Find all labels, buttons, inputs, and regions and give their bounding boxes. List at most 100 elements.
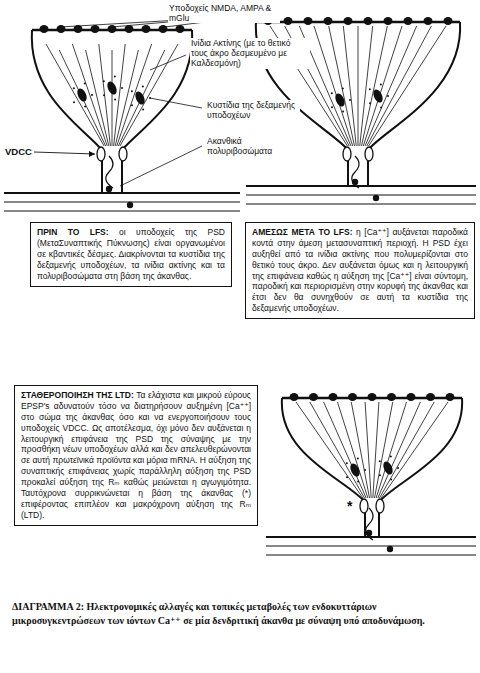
- actin-filament: [365, 26, 417, 146]
- text-box: ΑΜΕΣΩΣ ΜΕΤΑ ΤΟ LFS: η [Ca⁺⁺] αυξάνεται π…: [245, 222, 475, 319]
- actin-filament: [114, 44, 126, 146]
- text-box: ΣΤΑΘΕΡΟΠΟΙΗΣΗ ΤΗΣ LTD: Τα ελάχιστα και μ…: [14, 385, 258, 526]
- polyribosome: [366, 530, 372, 536]
- vesicle-dot: [364, 469, 366, 471]
- actin-filament: [374, 402, 392, 498]
- vesicle-dot: [369, 102, 371, 104]
- vdcc-channel: [119, 147, 127, 161]
- actin-filament: [373, 402, 379, 498]
- vesicle-dot: [380, 83, 382, 85]
- vdcc-channel: [97, 147, 105, 161]
- receptor: [91, 25, 100, 33]
- vesicle-dot: [357, 480, 359, 482]
- receptor: [290, 393, 299, 401]
- vesicle-dot: [84, 105, 86, 107]
- box-heading: ΣΤΑΘΕΡΟΠΟΙΗΣΗ ΤΗΣ LTD:: [21, 390, 134, 400]
- dendrite-shaft: [246, 194, 476, 195]
- vesicle-dot: [84, 82, 86, 84]
- receptor: [57, 25, 66, 33]
- actin-filament: [120, 44, 178, 146]
- part-label: Υποδοχείς NMDA, AMPA & mGlu: [168, 3, 280, 23]
- actin-filament: [99, 44, 111, 146]
- receptor: [407, 393, 416, 401]
- dendrite-shaft: [266, 536, 476, 538]
- receptor: [125, 25, 134, 33]
- receptor: [368, 393, 377, 401]
- receptor: [344, 17, 353, 25]
- actin-filament: [369, 26, 446, 146]
- actin-filament: [360, 26, 373, 146]
- vesicle-dot: [131, 90, 133, 92]
- actin-filament: [337, 402, 367, 498]
- box-body: η [Ca⁺⁺] αυξάνεται παροδικά κοντά στην ά…: [252, 227, 468, 313]
- box-heading: ΑΜΕΣΩΣ ΜΕΤΑ ΤΟ LFS:: [252, 227, 353, 237]
- receptor: [284, 17, 293, 25]
- vesicle-dot: [142, 108, 144, 110]
- dendrite-shaft: [4, 201, 240, 202]
- box-paragraph: ΑΜΕΣΩΣ ΜΕΤΑ ΤΟ LFS: η [Ca⁺⁺] αυξάνεται π…: [252, 227, 468, 314]
- vesicle-dot: [387, 95, 389, 97]
- spine-membrane: [379, 398, 462, 537]
- receptor: [40, 25, 49, 33]
- dendrite-shaft: [266, 545, 476, 546]
- receptor: [446, 393, 455, 401]
- receptor: [424, 17, 433, 25]
- actin-filament: [381, 402, 448, 498]
- vesicle-dot: [342, 87, 344, 89]
- vdcc-channel: [343, 147, 351, 161]
- receptor: [384, 17, 393, 25]
- actin-filament: [362, 26, 388, 146]
- actin-filament: [310, 402, 365, 498]
- actin-filament: [379, 402, 434, 498]
- vesicle-dot: [379, 474, 381, 476]
- polyribosome: [387, 546, 393, 552]
- vesicle-dot: [73, 101, 75, 103]
- vesicle-dot: [346, 462, 348, 464]
- actin-filament: [118, 50, 164, 146]
- actin-filament: [365, 402, 371, 498]
- vesicle-dot: [349, 99, 351, 101]
- vesicle-dot: [346, 476, 348, 478]
- dendrite-shaft: [4, 192, 240, 194]
- vesicle: [348, 462, 361, 478]
- vesicle-dot: [103, 80, 105, 82]
- text-box: ΠΡΙΝ ΤΟ LFS: οι υποδοχείς της PSD (ΜεταΣ…: [30, 222, 232, 287]
- actin-filament: [363, 26, 402, 146]
- vesicle-dot: [114, 98, 116, 100]
- receptor: [309, 393, 318, 401]
- polyribosome: [352, 179, 358, 185]
- receptor: [387, 393, 396, 401]
- actin-filament: [117, 44, 152, 146]
- vesicle-dot: [73, 87, 75, 89]
- vesicle-dot: [91, 94, 93, 96]
- vesicle: [381, 460, 394, 476]
- vesicle-dot: [390, 455, 392, 457]
- leader-line: [150, 55, 186, 70]
- actin-filament: [343, 26, 356, 146]
- vesicle-dot: [142, 85, 144, 87]
- vesicle: [333, 92, 346, 108]
- vesicle-dot: [390, 478, 392, 480]
- actin-filament: [59, 50, 105, 146]
- dendrite-shaft: [4, 210, 240, 211]
- actin-filament: [351, 402, 369, 498]
- arrowhead: [89, 151, 95, 157]
- vesicle-dot: [380, 106, 382, 108]
- vesicle-dot: [357, 457, 359, 459]
- actin-filament: [115, 50, 138, 146]
- receptor: [444, 17, 453, 25]
- actin-filament: [329, 26, 355, 146]
- spine-membrane: [282, 398, 365, 537]
- box-body: Τα ελάχιστα και μικρού εύρους EPSP's αδυ…: [21, 390, 251, 520]
- actin-filament: [378, 402, 421, 498]
- vesicle-dot: [342, 110, 344, 112]
- actin-filament: [367, 26, 432, 146]
- vdcc-channel: [365, 147, 373, 161]
- leader-line: [120, 146, 202, 186]
- spine-apparatus: [106, 156, 113, 188]
- spine-membrane: [32, 30, 102, 193]
- vesicle-dot: [369, 88, 371, 90]
- polyribosome: [373, 195, 379, 201]
- actin-filament: [358, 26, 359, 146]
